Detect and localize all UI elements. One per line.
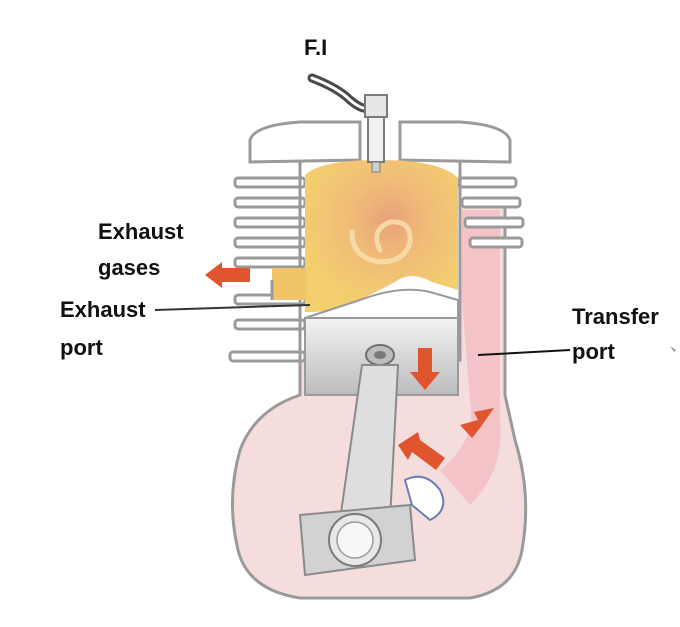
fin-left xyxy=(233,236,307,249)
transfer-port-leader xyxy=(477,349,571,356)
fin-right xyxy=(456,176,518,189)
transfer-port-label-line1: Transfer xyxy=(572,304,659,329)
cylinder-fins xyxy=(228,120,525,363)
swirl xyxy=(349,219,413,265)
piston-down-arrow xyxy=(410,348,440,390)
transfer-port-label-line2: port xyxy=(572,339,615,364)
transfer-arrow xyxy=(460,408,494,438)
fin-left xyxy=(233,216,307,229)
transfer-port-channel xyxy=(440,210,501,505)
exhaust-gases-label-line1: Exhaust xyxy=(98,219,184,244)
exhaust-arrow xyxy=(205,262,250,288)
exhaust-port-label-line2: port xyxy=(60,335,103,360)
exhaust-port-label-line1: Exhaust xyxy=(60,297,146,322)
flow-arrows xyxy=(205,262,494,470)
fin-left xyxy=(233,318,307,331)
combustion-chamber xyxy=(305,160,458,312)
cylinder-wall xyxy=(298,160,462,360)
edge-mark xyxy=(670,346,676,352)
head-fin xyxy=(248,120,362,164)
transfer-arrow xyxy=(398,432,445,470)
exhaust-port-leader xyxy=(154,304,311,311)
head-fin xyxy=(398,120,512,164)
fuel-injector xyxy=(307,73,388,173)
fin-left xyxy=(228,350,307,363)
fin-left xyxy=(233,176,307,189)
fuel-injector-label: F.I xyxy=(304,35,328,60)
fin-left xyxy=(233,256,307,269)
fin-right xyxy=(460,196,522,209)
fin-right xyxy=(468,236,524,249)
fin-left xyxy=(233,196,307,209)
exhaust-port-passage xyxy=(272,268,306,300)
exhaust-gases-label-line2: gases xyxy=(98,255,161,280)
crankshaft xyxy=(298,475,445,577)
fin-right xyxy=(463,216,525,229)
